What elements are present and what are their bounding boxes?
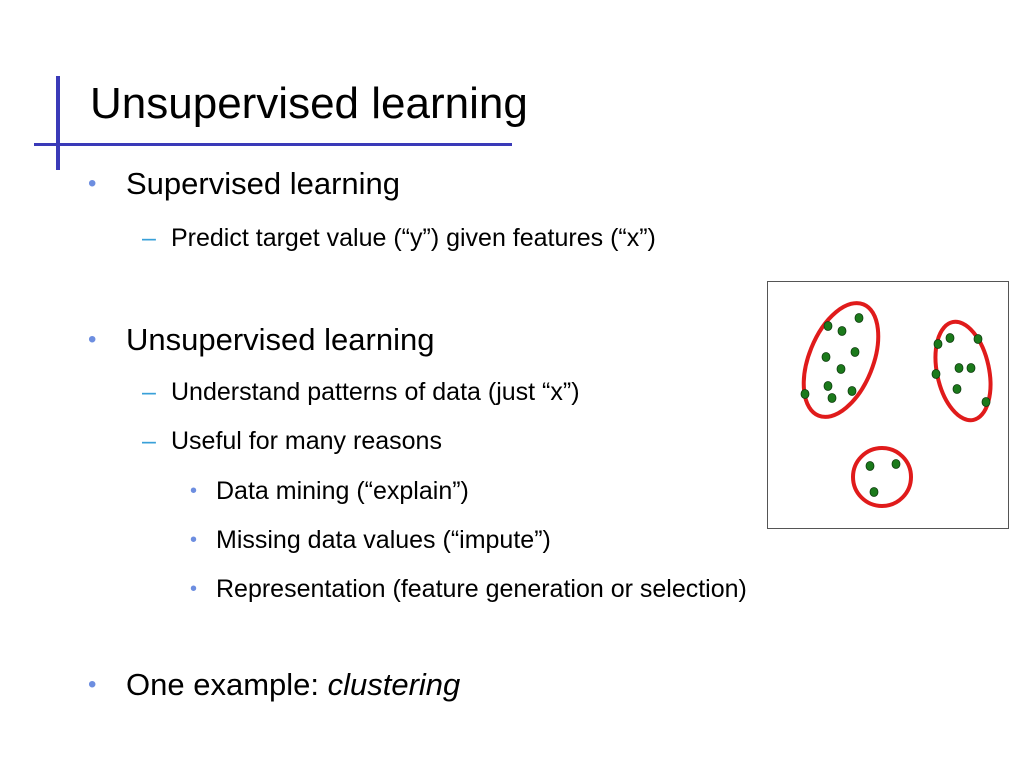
emphasis-clustering: clustering xyxy=(327,667,461,702)
cluster-3 xyxy=(851,446,913,508)
dash-marker: – xyxy=(142,224,156,252)
subbullet-understand-patterns: –Understand patterns of data (just “x”) xyxy=(142,375,580,409)
title-accent-vertical-bar xyxy=(56,76,60,170)
subsubbullet-text: Data mining (“explain”) xyxy=(216,477,469,505)
data-point xyxy=(827,393,837,403)
subbullet-text: Useful for many reasons xyxy=(171,427,442,455)
subbullet-useful-reasons: –Useful for many reasons xyxy=(142,424,442,458)
subsubbullet-text: Missing data values (“impute”) xyxy=(216,526,551,554)
bullet-marker: • xyxy=(190,480,198,502)
bullet-marker: • xyxy=(190,529,198,551)
cluster-1-boundary xyxy=(801,301,881,419)
subsubbullet-missing-data: • Missing data values (“impute”) xyxy=(190,523,551,557)
figure-frame xyxy=(767,281,1009,529)
data-point xyxy=(954,363,964,373)
data-point xyxy=(823,381,833,391)
data-point xyxy=(865,461,875,471)
slide-title: Unsupervised learning xyxy=(90,79,528,128)
data-point xyxy=(847,386,857,396)
subbullet-text: Understand patterns of data (just “x”) xyxy=(171,378,580,406)
data-point xyxy=(854,313,864,323)
data-point xyxy=(837,326,847,336)
bullet-unsupervised-learning: • Unsupervised learning xyxy=(88,320,434,360)
cluster-2 xyxy=(931,319,993,423)
bullet-marker: • xyxy=(190,578,198,600)
subbullet-text: Predict target value (“y”) given feature… xyxy=(171,224,656,252)
subsubbullet-text: Representation (feature generation or se… xyxy=(216,575,747,603)
bullet-marker: • xyxy=(88,326,97,353)
data-point xyxy=(823,321,833,331)
data-point xyxy=(952,384,962,394)
cluster-figure xyxy=(767,281,1009,529)
data-point xyxy=(850,347,860,357)
bullet-supervised-learning: • Supervised learning xyxy=(88,164,400,204)
dash-marker: – xyxy=(142,378,156,406)
bullet-marker: • xyxy=(88,671,97,698)
subsubbullet-representation: • Representation (feature generation or s… xyxy=(190,572,747,606)
data-point xyxy=(869,487,879,497)
bullet-marker: • xyxy=(88,170,97,197)
data-point xyxy=(973,334,983,344)
bullet-text: Unsupervised learning xyxy=(126,322,435,357)
bullet-text: One example: xyxy=(126,667,328,702)
cluster-3-boundary xyxy=(851,446,913,508)
data-point xyxy=(945,333,955,343)
data-point xyxy=(966,363,976,373)
data-point xyxy=(800,389,810,399)
title-accent-horizontal-bar xyxy=(34,143,512,146)
data-point xyxy=(931,369,941,379)
subbullet-predict-target: –Predict target value (“y”) given featur… xyxy=(142,221,656,255)
data-point xyxy=(933,339,943,349)
data-point xyxy=(891,459,901,469)
subsubbullet-data-mining: • Data mining (“explain”) xyxy=(190,474,469,508)
dash-marker: – xyxy=(142,427,156,455)
cluster-1 xyxy=(800,301,881,419)
bullet-text: Supervised learning xyxy=(126,166,401,201)
data-point xyxy=(821,352,831,362)
data-point xyxy=(836,364,846,374)
data-point xyxy=(981,397,991,407)
bullet-one-example: • One example: clustering xyxy=(88,665,460,705)
